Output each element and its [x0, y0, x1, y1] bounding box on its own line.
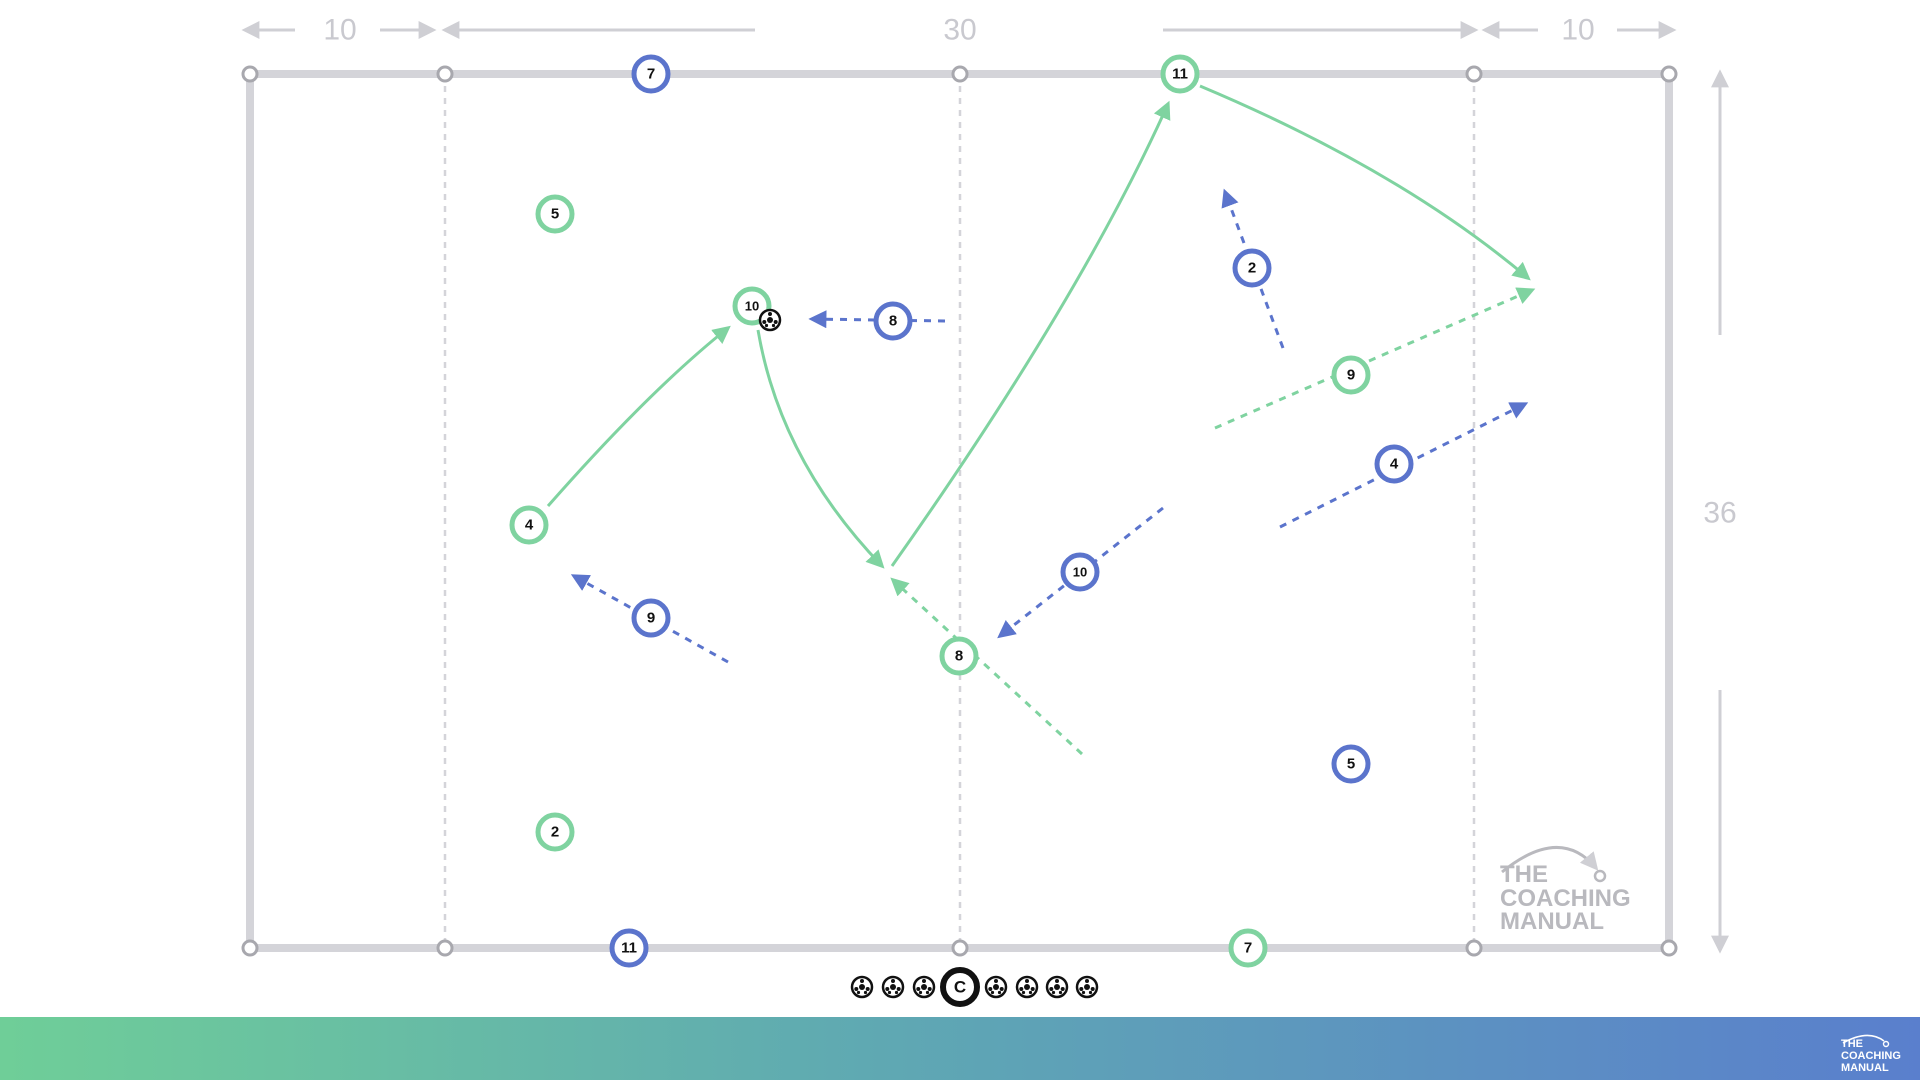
- player-number: 5: [1347, 756, 1355, 773]
- pitch: [241, 65, 1678, 957]
- blue-team: 7 8 9 10 2 4 5 11: [609, 54, 1414, 968]
- player-blue: 7: [631, 54, 671, 94]
- brand-line-3: MANUAL: [1500, 908, 1604, 935]
- footer-brand-line-3: MANUAL: [1841, 1062, 1889, 1074]
- player-number: 2: [1248, 260, 1256, 277]
- soccer-ball-icon: [1075, 975, 1099, 999]
- coach-label: C: [954, 978, 966, 997]
- ball-supply: C: [850, 967, 1099, 1007]
- soccer-ball-icon: [758, 308, 782, 332]
- player-number: 9: [1347, 367, 1355, 384]
- brand-line-2: COACHING: [1500, 885, 1631, 912]
- player-number: 8: [889, 313, 897, 330]
- footer-brand-line-1: THE: [1841, 1038, 1863, 1050]
- brand-arc-icon: [1501, 846, 1599, 874]
- player-green: 8: [939, 636, 979, 676]
- player-green: 7: [1228, 928, 1268, 968]
- dimension-left-label: 10: [323, 14, 356, 47]
- dimension-middle-label: 30: [943, 14, 976, 47]
- player-green: 11: [1160, 54, 1200, 94]
- dimension-right-label: 10: [1561, 14, 1594, 47]
- soccer-ball-icon: [984, 975, 1008, 999]
- footer-bar: THE COACHING MANUAL: [0, 1017, 1920, 1080]
- pass-arrow: [1199, 84, 1531, 281]
- brand-watermark: THE COACHING MANUAL: [1500, 846, 1631, 935]
- player-green: 2: [535, 812, 575, 852]
- player-number: 11: [1172, 66, 1188, 83]
- dimension-height-label: 36: [1703, 497, 1736, 530]
- green-pass-paths: [546, 84, 1531, 569]
- player-blue: 8: [873, 301, 913, 341]
- green-run-paths: [890, 287, 1536, 756]
- player-number: 5: [551, 206, 559, 223]
- brand-ball-icon: [1593, 869, 1607, 883]
- player-blue: 2: [1232, 248, 1272, 288]
- coach-marker: C: [940, 967, 980, 1007]
- soccer-ball-icon: [912, 975, 936, 999]
- soccer-ball-icon: [881, 975, 905, 999]
- run-arrow: [1214, 287, 1536, 430]
- run-arrow: [890, 577, 1084, 756]
- pass-arrow: [890, 100, 1171, 567]
- pass-arrow: [756, 329, 885, 569]
- player-blue: 5: [1331, 744, 1371, 784]
- footer-arc-icon: [1842, 1034, 1885, 1044]
- player-green: 4: [509, 505, 549, 545]
- player-number: 4: [525, 517, 534, 534]
- footer-logo: THE COACHING MANUAL: [1841, 1034, 1901, 1074]
- top-dimensions: 10 30 10: [241, 14, 1677, 47]
- footer-brand-line-2: COACHING: [1841, 1050, 1901, 1062]
- player-number: 2: [551, 824, 559, 841]
- brand-line-1: THE: [1500, 861, 1548, 888]
- player-blue: 4: [1374, 444, 1414, 484]
- player-number: 8: [955, 648, 963, 665]
- player-blue: 11: [609, 928, 649, 968]
- player-number: 11: [621, 940, 637, 957]
- player-number: 10: [1073, 565, 1087, 580]
- run-arrow: [1279, 402, 1529, 529]
- pass-arrow: [546, 325, 731, 507]
- player-number: 9: [647, 610, 655, 627]
- player-green: 9: [1331, 355, 1371, 395]
- soccer-ball-icon: [850, 975, 874, 999]
- player-number: 7: [647, 66, 655, 83]
- player-number: 10: [745, 299, 759, 314]
- soccer-ball-icon: [1015, 975, 1039, 999]
- player-number: 4: [1390, 456, 1399, 473]
- player-blue: 10: [1060, 552, 1100, 592]
- player-number: 7: [1244, 940, 1252, 957]
- soccer-ball-icon: [1045, 975, 1069, 999]
- side-dimension: 36: [1703, 69, 1737, 954]
- green-team: 5 10 4 2 8 11 9 7: [509, 54, 1371, 968]
- player-blue: 9: [631, 598, 671, 638]
- player-green: 5: [535, 194, 575, 234]
- footer-ball-icon: [1882, 1040, 1890, 1048]
